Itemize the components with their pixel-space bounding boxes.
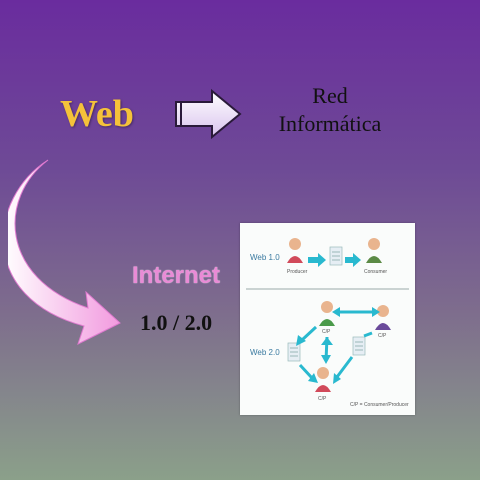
- target-label: Red Informática: [270, 82, 390, 138]
- slide-title: Web: [60, 93, 134, 135]
- legend-text: C/P = Consumer/Producer: [350, 402, 409, 408]
- person-icon: [366, 238, 382, 263]
- document-icon: [329, 246, 343, 266]
- person-icon: [375, 305, 391, 330]
- document-icon: [352, 336, 366, 356]
- person-icon: [315, 367, 331, 392]
- producer-label: Producer: [287, 269, 308, 275]
- person-icon: [319, 301, 335, 326]
- right-arrow-icon: [345, 253, 361, 267]
- cp-label: C/P: [378, 333, 387, 339]
- web1-label: Web 1.0: [250, 253, 280, 262]
- document-icon: [287, 342, 301, 362]
- target-line2: Informática: [278, 111, 382, 136]
- consumer-label: Consumer: [364, 269, 387, 275]
- right-arrow-icon: [308, 253, 326, 267]
- web2-label: Web 2.0: [250, 348, 280, 357]
- right-arrow-icon: [175, 88, 242, 140]
- target-line1: Red: [312, 83, 348, 108]
- flow-arrows: [296, 307, 380, 384]
- cp-label: C/P: [318, 396, 327, 402]
- curved-arrow-icon: [8, 159, 121, 345]
- version-label: 1.0 / 2.0: [140, 310, 213, 335]
- web-diagram-panel: Web 1.0 Producer Consumer Web 2.0 C/P: [240, 223, 415, 415]
- internet-label: Internet: [132, 262, 221, 289]
- cp-label: C/P: [322, 329, 331, 335]
- person-icon: [287, 238, 303, 263]
